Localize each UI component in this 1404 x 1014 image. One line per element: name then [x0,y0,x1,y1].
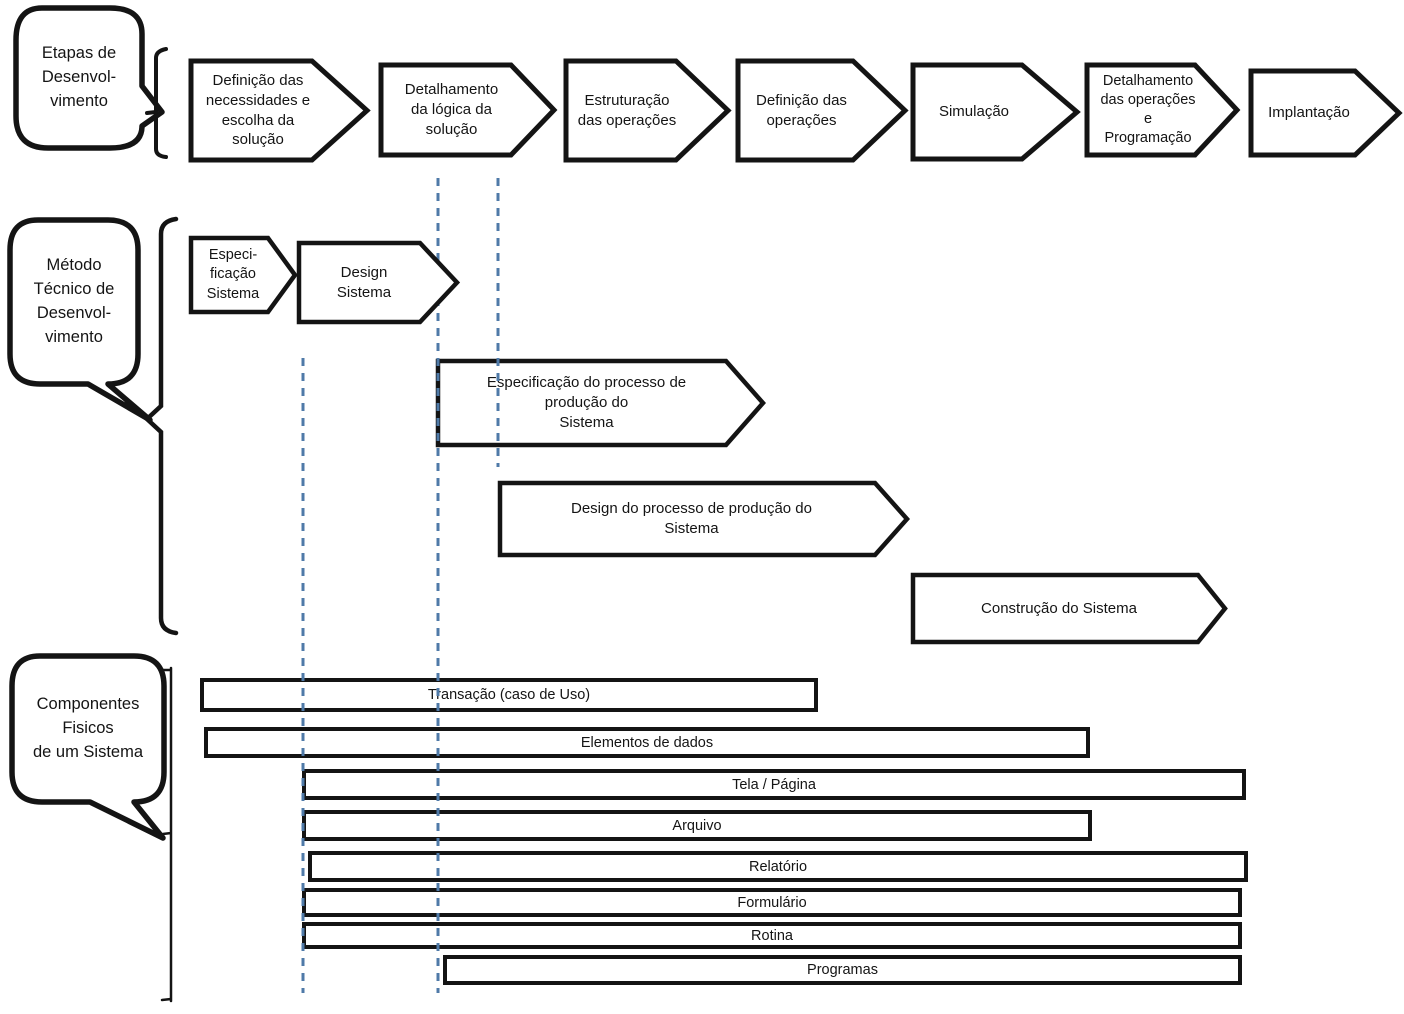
metodo-arrow-especificacao-sistema: Especi- ficação Sistema [188,235,298,315]
etapa-arrow-detalhamento-logica: Detalhamento da lógica da solução [378,62,558,158]
componente-bar-programas: Programas [443,955,1242,985]
metodo-label-3: Especificação do processo de produção do… [486,374,687,431]
etapa-arrow-simulacao: Simulação [910,62,1081,162]
componente-bar-formulario: Formulário [302,888,1242,917]
componente-label-4: Arquivo [672,817,722,834]
etapa-arrow-estruturacao-operacoes: Estruturação das operações [563,58,732,163]
etapa-label-4: Definição das operações [756,91,847,129]
callout-etapas-desenvolvimento: Etapas de Desenvol- vimento [10,2,165,162]
componente-bar-rotina: Rotina [302,922,1242,949]
etapa-label-2: Detalhamento da lógica da solução [404,81,499,138]
componente-label-1: Transação (caso de Uso) [427,687,591,703]
etapa-label-6: Detalhamento das operações e Programação [1100,72,1196,147]
callout-etapas-label: Etapas de Desenvol- vimento [41,44,117,110]
etapa-label-7: Implantação [1268,104,1350,122]
metodo-label-2: Design Sistema [336,263,392,301]
etapa-label-1: Definição das necessidades e escolha da … [205,71,311,149]
metodo-arrow-design-sistema: Design Sistema [296,240,461,325]
componente-bar-tela-pagina: Tela / Página [302,769,1246,800]
metodo-arrow-design-processo: Design do processo de produção do Sistem… [497,480,911,558]
etapa-arrow-detalhamento-programacao: Detalhamento das operações e Programação [1084,62,1241,158]
callout-componentes-label: Componentes Fisicos de um Sistema [32,695,144,761]
etapa-arrow-definicao-necessidades: Definição das necessidades e escolha da … [188,58,371,163]
callout-metodo-tecnico: Método Técnico de Desenvol- vimento [4,214,164,424]
componente-bar-arquivo: Arquivo [302,810,1092,841]
metodo-label-4: Design do processo de produção do Sistem… [571,500,812,537]
componente-label-3: Tela / Página [732,776,816,793]
componente-label-5: Relatório [748,858,808,875]
callout-componentes-fisicos: Componentes Fisicos de um Sistema [4,648,184,858]
metodo-arrow-construcao-sistema: Construção do Sistema [910,572,1228,645]
etapa-arrow-implantacao: Implantação [1248,68,1403,158]
metodo-arrow-especificacao-processo: Especificação do processo de produção do… [435,358,766,448]
etapa-label-5: Simulação [938,103,1010,121]
componente-bar-transacao: Transação (caso de Uso) [200,678,818,712]
componente-label-6: Formulário [737,894,807,911]
callout-metodo-label: Método Técnico de Desenvol- vimento [33,256,115,346]
componente-label-2: Elementos de dados [580,734,714,751]
componente-label-7: Rotina [751,927,793,944]
componente-bar-relatorio: Relatório [308,851,1248,882]
componente-bar-elementos-dados: Elementos de dados [204,727,1090,758]
componente-label-8: Programas [807,962,878,978]
etapa-label-3: Estruturação das operações [577,91,677,129]
metodo-label-1: Especi- ficação Sistema [206,247,260,302]
metodo-label-5: Construção do Sistema [981,599,1137,617]
etapa-arrow-definicao-operacoes: Definição das operações [735,58,909,163]
